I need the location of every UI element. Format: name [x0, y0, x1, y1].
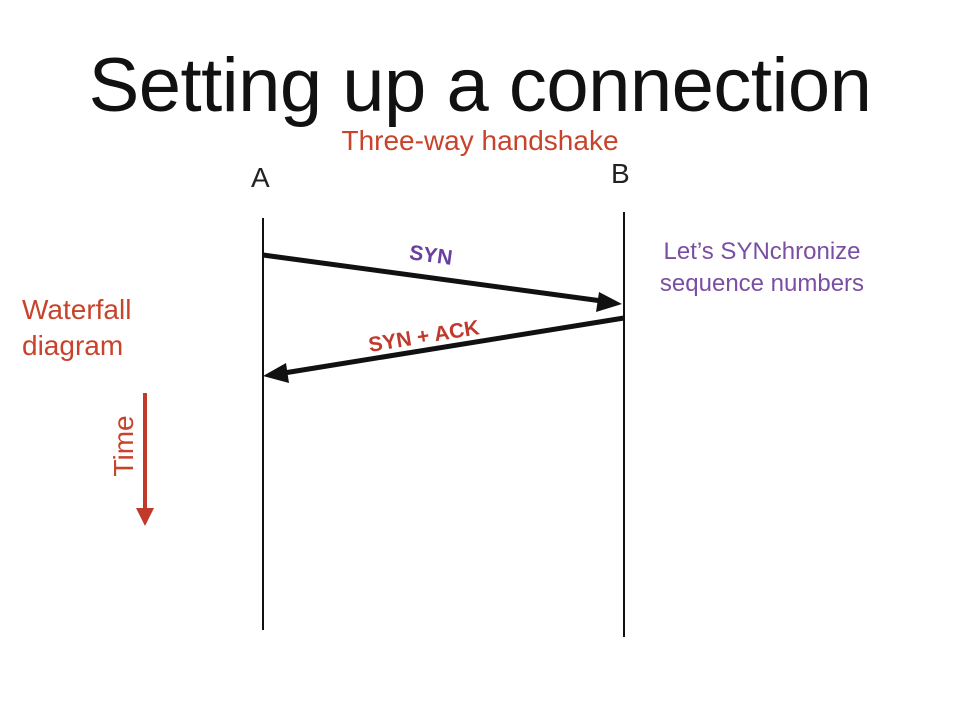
syn-note-line-1: Let’s SYNchronize [663, 238, 861, 265]
waterfall-label-line-1: Waterfall [22, 294, 132, 325]
syn-arrow [262, 252, 603, 304]
syn-note: Let’s SYNchronize sequence numbers [632, 236, 892, 300]
waterfall-diagram-label: Waterfall diagram [22, 292, 131, 364]
syn-arrowhead [596, 292, 622, 312]
time-arrowhead [136, 508, 154, 526]
syn-ack-arrowhead [263, 363, 289, 383]
waterfall-label-line-2: diagram [22, 330, 124, 361]
slide-title: Setting up a connection [88, 43, 872, 128]
slide-subtitle: Three-way handshake [341, 125, 619, 156]
node-b-label: B [611, 158, 630, 189]
syn-ack-arrow [283, 315, 625, 376]
syn-note-line-2: sequence numbers [659, 270, 865, 297]
node-a-label: A [251, 162, 270, 193]
syn-label: SYN [408, 241, 454, 270]
